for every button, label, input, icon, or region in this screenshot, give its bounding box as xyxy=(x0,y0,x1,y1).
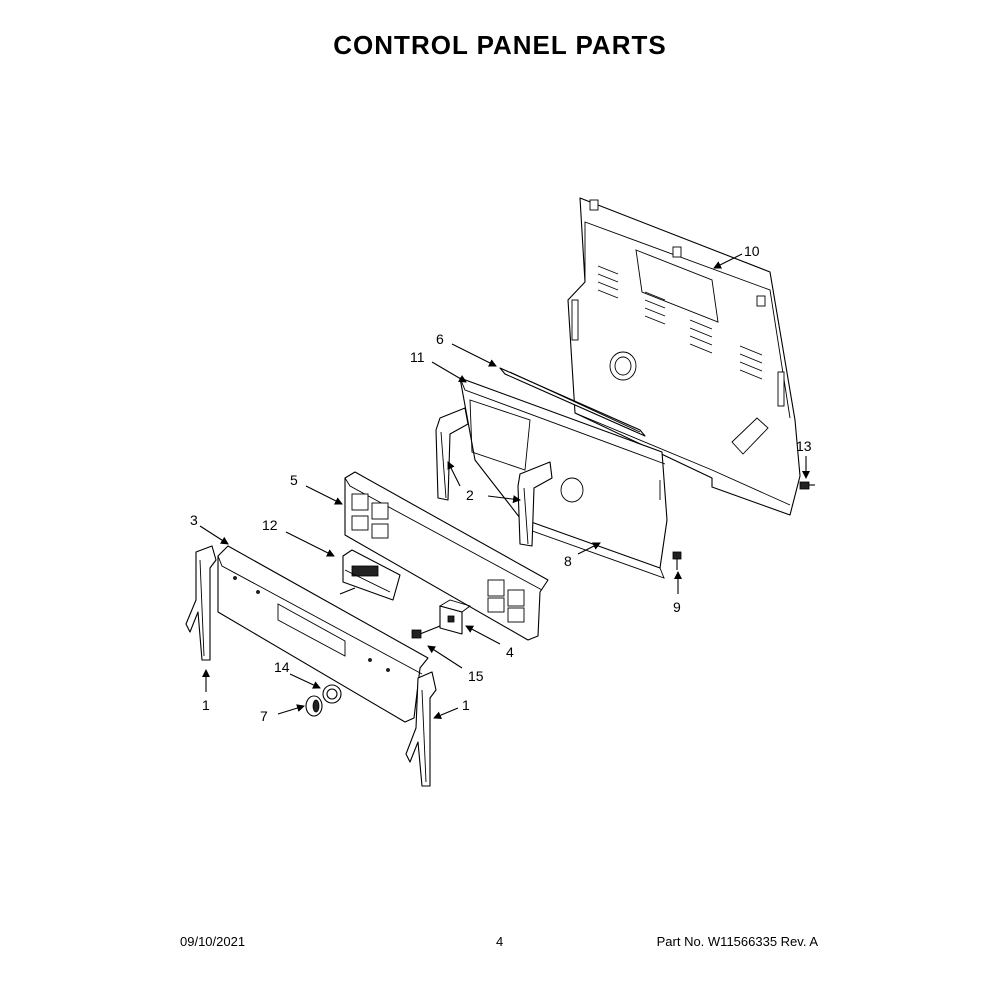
footer-date: 09/10/2021 xyxy=(180,934,246,949)
footer-part-number: Part No. W11566335 Rev. A xyxy=(656,934,818,949)
part-12-electronic-control xyxy=(339,549,401,601)
part-2-bracket-left xyxy=(435,407,469,501)
callout-13: 13 xyxy=(796,438,812,454)
callout-9: 9 xyxy=(673,599,681,615)
part-1-end-cap-right xyxy=(405,671,437,787)
callout-1-left: 1 xyxy=(202,697,210,713)
callout-2: 2 xyxy=(466,487,474,503)
callout-8: 8 xyxy=(564,553,572,569)
part-15-screw xyxy=(411,625,441,639)
callout-10: 10 xyxy=(744,243,760,259)
callout-11: 11 xyxy=(410,349,425,365)
part-7-knob xyxy=(305,695,323,717)
part-1-end-cap-left xyxy=(185,545,217,661)
page-title: CONTROL PANEL PARTS xyxy=(333,30,667,60)
part-5-console-housing xyxy=(344,471,549,641)
part-9-screw xyxy=(672,551,682,570)
part-4-switch xyxy=(438,599,471,635)
callout-7: 7 xyxy=(260,708,268,724)
part-10-rear-panel xyxy=(567,197,801,516)
callout-6: 6 xyxy=(436,331,444,347)
callout-5: 5 xyxy=(290,472,298,488)
part-13-screw xyxy=(799,481,815,490)
callout-12: 12 xyxy=(262,517,278,533)
part-14-knob-bezel xyxy=(322,684,342,704)
callout-4: 4 xyxy=(506,644,514,660)
callout-14: 14 xyxy=(274,659,290,675)
callout-1-right: 1 xyxy=(462,697,470,713)
callout-15: 15 xyxy=(468,668,484,684)
footer-page-number: 4 xyxy=(496,934,504,949)
callout-3: 3 xyxy=(190,512,198,528)
callout-leaders xyxy=(199,253,810,719)
part-6-strip xyxy=(499,367,646,437)
